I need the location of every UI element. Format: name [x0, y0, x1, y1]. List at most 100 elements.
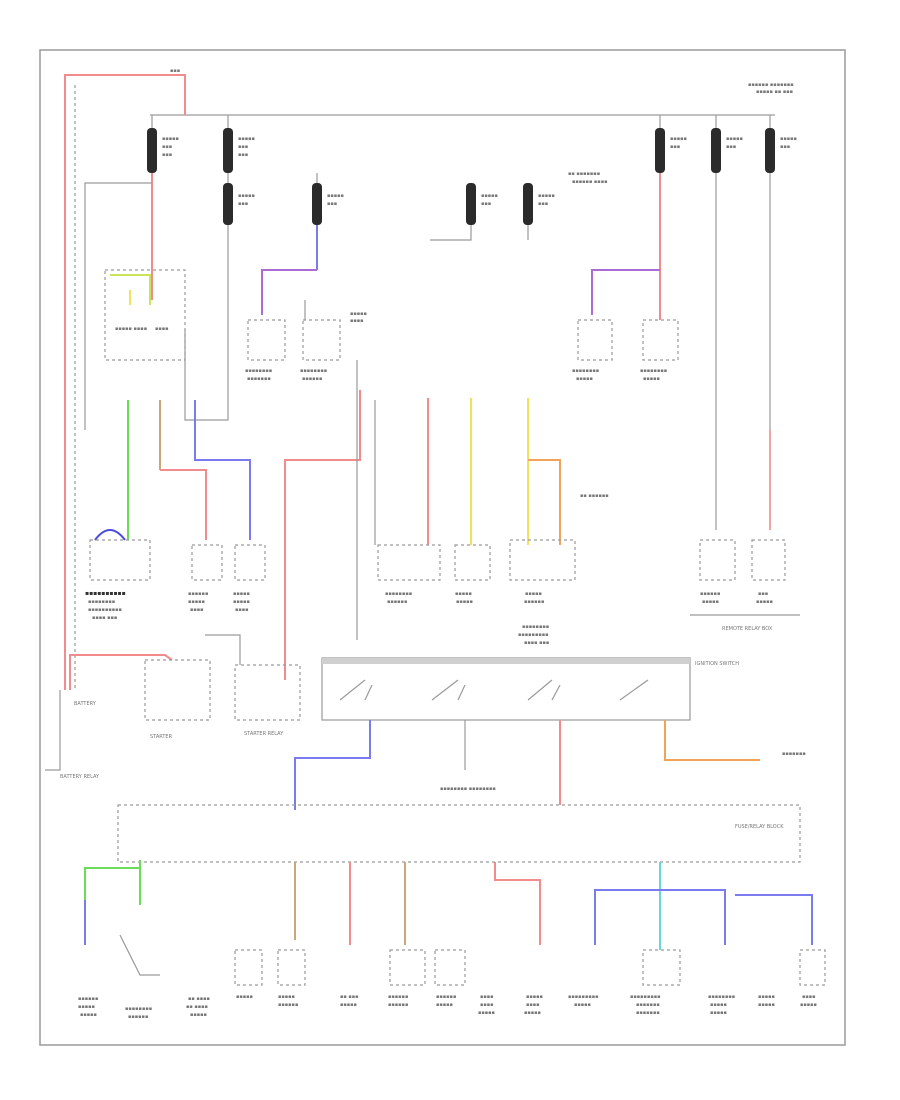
ignition-switch-bar: [322, 658, 690, 664]
svg-text:▪▪▪▪▪: ▪▪▪▪▪: [702, 599, 719, 605]
component-top-2: ▪▪▪▪▪▪▪▪▪▪▪▪▪▪: [300, 319, 341, 382]
starter-label: STARTER: [150, 734, 173, 740]
bottom-component-6: ▪▪ ▪▪▪▪▪▪▪▪: [340, 994, 359, 1008]
blue-arc: [94, 529, 126, 541]
svg-text:▪▪▪▪▪▪: ▪▪▪▪▪▪: [78, 996, 98, 1002]
svg-text:▪▪▪▪▪▪: ▪▪▪▪▪▪: [388, 994, 408, 1000]
battery-label: BATTERY: [74, 701, 97, 707]
main-fuse-3: ▪▪▪▪▪▪▪▪: [223, 173, 255, 225]
bottom-component-1: ▪▪▪▪▪▪▪▪▪▪▪▪▪▪▪▪: [78, 996, 98, 1018]
main-fuse-5: ▪▪▪▪▪▪▪▪: [466, 183, 498, 225]
main-fuse-9: ▪▪▪▪▪▪▪▪: [765, 115, 797, 173]
ignition-switch-label: IGNITION SWITCH: [695, 661, 739, 667]
svg-text:▪▪▪▪▪: ▪▪▪▪▪: [456, 599, 473, 605]
svg-text:▪▪▪▪▪: ▪▪▪▪▪: [525, 591, 542, 597]
remote-relay-box-label: REMOTE RELAY BOX: [722, 626, 773, 632]
svg-text:▪▪▪▪ ▪▪▪: ▪▪▪▪ ▪▪▪: [92, 615, 117, 621]
top-right-label-2: ▪▪▪▪▪ ▪▪ ▪▪▪: [756, 89, 793, 95]
starter-relay-label: STARTER RELAY: [244, 731, 284, 737]
svg-text:▪▪▪: ▪▪▪: [238, 152, 248, 158]
ignition-contact-1: [339, 679, 373, 701]
svg-text:▪▪▪: ▪▪▪: [481, 201, 491, 207]
wire-fuse3-gray: [184, 225, 229, 421]
component-mid-3: ▪▪▪▪▪▪▪▪▪▪▪▪▪▪: [233, 544, 266, 613]
starter-box: [144, 659, 211, 721]
main-fuse-4: ▪▪▪▪▪▪▪▪: [312, 173, 344, 225]
component-mid-2: ▪▪▪▪▪▪▪▪▪▪▪▪▪▪▪: [188, 544, 223, 613]
component-top-1: ▪▪▪▪▪▪▪▪▪▪▪▪▪▪▪: [245, 319, 286, 382]
bottom-component-7: ▪▪▪▪▪▪ ▪▪▪▪▪▪: [388, 949, 426, 1008]
svg-text:▪▪▪▪▪▪▪▪: ▪▪▪▪▪▪▪▪: [708, 994, 735, 1000]
ignition-contact-4: [619, 679, 649, 701]
svg-text:▪▪▪▪▪: ▪▪▪▪▪: [238, 193, 255, 199]
component-mid-5: ▪▪▪▪▪▪▪▪▪▪: [454, 544, 491, 605]
component-mid-8: ▪▪▪▪▪▪▪▪: [751, 539, 786, 605]
svg-text:▪▪▪▪▪▪: ▪▪▪▪▪▪: [388, 1002, 408, 1008]
svg-text:▪▪▪▪▪: ▪▪▪▪▪: [481, 193, 498, 199]
svg-text:▪▪▪▪▪: ▪▪▪▪▪: [526, 994, 543, 1000]
svg-text:▪▪▪: ▪▪▪: [670, 144, 680, 150]
bottom-component-12: ▪▪▪▪▪▪▪▪▪▪▪▪▪▪▪▪▪▪▪▪▪▪▪: [630, 949, 681, 1016]
svg-text:▪▪▪▪▪▪▪▪: ▪▪▪▪▪▪▪▪: [522, 624, 549, 630]
svg-text:▪▪▪▪▪: ▪▪▪▪▪: [710, 1002, 727, 1008]
svg-text:▪▪▪▪▪: ▪▪▪▪▪: [188, 599, 205, 605]
svg-text:▪▪▪▪▪▪▪▪▪▪: ▪▪▪▪▪▪▪▪▪▪: [88, 607, 122, 613]
svg-text:▪▪▪: ▪▪▪: [238, 201, 248, 207]
svg-text:▪▪▪: ▪▪▪: [726, 144, 736, 150]
component-mid-7: ▪▪▪▪▪▪▪▪▪▪▪: [699, 539, 736, 605]
component-mid-1: ▪▪▪▪▪▪▪▪▪▪ ▪▪▪▪▪▪▪▪▪▪▪▪▪▪▪▪▪▪▪▪▪▪ ▪▪▪: [85, 539, 151, 621]
wire-fuse5-gray: [430, 225, 472, 241]
bottom-component-4: ▪▪▪▪▪: [234, 949, 263, 1000]
svg-text:▪▪▪▪▪: ▪▪▪▪▪: [238, 136, 255, 142]
svg-text:▪▪▪: ▪▪▪: [538, 201, 548, 207]
battery-ground: [45, 690, 61, 771]
svg-text:▪▪▪▪▪: ▪▪▪▪▪: [538, 193, 555, 199]
svg-text:▪▪▪: ▪▪▪: [758, 591, 768, 597]
bottom-component-3: ▪▪ ▪▪▪▪▪▪ ▪▪▪▪▪▪▪▪▪: [186, 996, 210, 1018]
relay-left-label-2: ▪▪▪▪: [155, 326, 169, 332]
svg-text:▪▪▪▪▪: ▪▪▪▪▪: [233, 599, 250, 605]
svg-text:▪▪▪▪: ▪▪▪▪: [526, 1002, 540, 1008]
wire-blue-lower: [294, 720, 371, 810]
bottom-component-9: ▪▪▪▪▪▪▪▪▪▪▪▪▪: [478, 994, 495, 1016]
wire-red-bottom-2: [494, 862, 541, 945]
relay-box-left: [104, 269, 186, 361]
component-top-4: ▪▪▪▪▪▪▪▪▪▪▪▪▪: [640, 319, 679, 382]
diagram-frame: [39, 49, 846, 1046]
right-note: ▪▪▪▪▪▪▪: [782, 751, 806, 757]
bottom-component-8: ▪▪▪▪▪▪▪▪▪▪▪: [434, 949, 466, 1008]
svg-text:▪▪▪▪▪: ▪▪▪▪▪: [710, 1010, 727, 1016]
component-mid-4: ▪▪▪▪▪▪▪▪▪▪▪▪▪▪: [377, 544, 441, 605]
svg-text:▪▪▪▪▪▪▪: ▪▪▪▪▪▪▪: [247, 376, 271, 382]
svg-text:▪▪▪▪▪▪▪▪▪▪: ▪▪▪▪▪▪▪▪▪▪: [85, 590, 126, 597]
svg-text:▪▪▪▪▪▪: ▪▪▪▪▪▪: [278, 1002, 298, 1008]
wire-blue-bottom-2: [594, 889, 726, 945]
wire-red-mid: [160, 469, 207, 540]
main-fuse-6: ▪▪▪▪▪▪▪▪: [523, 183, 555, 225]
main-fuse-1: ▪▪▪▪▪▪▪▪▪▪▪: [147, 115, 179, 173]
svg-text:▪▪▪▪▪▪▪▪: ▪▪▪▪▪▪▪▪: [640, 368, 667, 374]
svg-text:▪▪▪▪▪: ▪▪▪▪▪: [726, 136, 743, 142]
svg-text:▪▪▪▪▪▪▪▪: ▪▪▪▪▪▪▪▪: [572, 368, 599, 374]
fuse6-note-2: ▪▪▪▪▪▪ ▪▪▪▪: [572, 179, 607, 185]
svg-text:▪▪▪▪▪: ▪▪▪▪▪: [80, 1012, 97, 1018]
svg-text:▪▪▪▪▪▪: ▪▪▪▪▪▪: [436, 994, 456, 1000]
svg-text:▪▪▪▪▪▪: ▪▪▪▪▪▪: [700, 591, 720, 597]
wire-blue-mid: [194, 400, 251, 540]
fuse-block-lower: [117, 804, 801, 863]
svg-text:▪▪▪▪▪▪▪▪: ▪▪▪▪▪▪▪▪: [125, 1006, 152, 1012]
svg-text:▪▪▪▪▪: ▪▪▪▪▪: [478, 1010, 495, 1016]
wire-green-bottom: [84, 860, 141, 900]
svg-text:▪▪▪▪: ▪▪▪▪: [480, 994, 494, 1000]
svg-text:▪▪▪▪▪: ▪▪▪▪▪: [233, 591, 250, 597]
wire-fuse7-purple: [591, 269, 660, 315]
svg-text:▪▪▪▪▪: ▪▪▪▪▪: [800, 1002, 817, 1008]
main-fuse-2: ▪▪▪▪▪▪▪▪▪▪▪: [223, 115, 255, 173]
svg-text:▪▪▪: ▪▪▪: [327, 201, 337, 207]
wire-fuse4-purple: [261, 269, 317, 315]
bottom-component-15: ▪▪▪▪▪▪▪▪▪: [799, 949, 826, 1008]
main-fuse-8: ▪▪▪▪▪▪▪▪: [711, 115, 743, 173]
svg-text:▪▪▪▪▪: ▪▪▪▪▪: [327, 193, 344, 199]
svg-text:▪▪▪▪▪▪: ▪▪▪▪▪▪: [188, 591, 208, 597]
